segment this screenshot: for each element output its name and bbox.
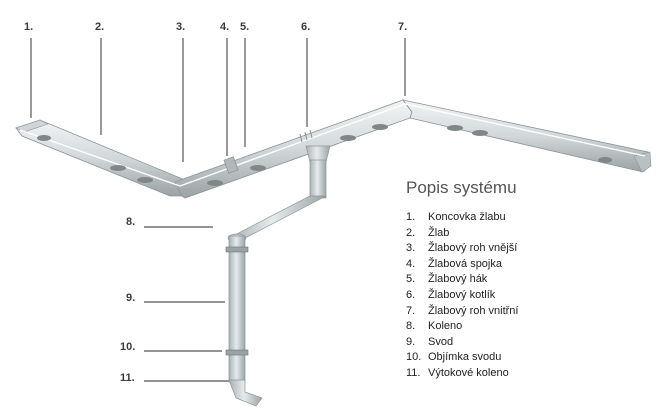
gutter-joint bbox=[223, 156, 239, 174]
legend-item-number: 5. bbox=[406, 273, 416, 286]
legend-item-number: 6. bbox=[406, 288, 416, 301]
leader-lines bbox=[30, 38, 406, 382]
legend-item-number: 8. bbox=[406, 320, 416, 333]
callout-8: 8. bbox=[126, 216, 136, 228]
callout-9: 9. bbox=[126, 292, 136, 304]
legend-item-label: Svod bbox=[428, 335, 454, 348]
gutter-run bbox=[15, 99, 652, 199]
legend-item-number: 11. bbox=[406, 366, 421, 379]
legend-item: 4. Žlabová spojka bbox=[406, 257, 656, 273]
legend-item: 11. Výtokové koleno bbox=[406, 366, 656, 382]
pipe-outlet-shoe bbox=[228, 379, 263, 407]
callout-3: 3. bbox=[176, 21, 186, 33]
legend-item: 8. Koleno bbox=[406, 319, 656, 335]
system-legend: Popis systému 1. Koncovka žlabu 2. Žlab 3. Žl… bbox=[406, 178, 656, 382]
legend-item-number: 2. bbox=[406, 226, 416, 239]
callout-4: 4. bbox=[220, 21, 230, 33]
legend-item-label: Žlabová spojka bbox=[428, 257, 502, 270]
legend-item-label: Výtokové koleno bbox=[428, 366, 509, 379]
legend-item-label: Žlab bbox=[428, 226, 450, 239]
callout-2: 2. bbox=[95, 21, 105, 33]
legend-item-number: 1. bbox=[406, 211, 416, 223]
legend-item-number: 7. bbox=[406, 304, 416, 317]
legend-item: 10. Objímka svodu bbox=[406, 350, 656, 366]
callout-1: 1. bbox=[24, 21, 34, 33]
legend-item-label: Žlabový hák bbox=[428, 273, 488, 286]
legend-item: 7. Žlabový roh vnitřní bbox=[406, 304, 656, 320]
pipe-elbow bbox=[228, 195, 327, 239]
hook bbox=[37, 135, 51, 141]
legend-item: 9. Svod bbox=[406, 335, 656, 351]
hook bbox=[137, 177, 153, 183]
hook bbox=[340, 135, 356, 141]
legend-item-number: 4. bbox=[406, 257, 416, 270]
callout-11: 11. bbox=[120, 372, 135, 384]
legend-item: 2. Žlab bbox=[406, 226, 656, 242]
legend-item: 6. Žlabový kotlík bbox=[406, 288, 656, 304]
pipe-clamp bbox=[225, 349, 249, 356]
hook bbox=[472, 130, 488, 136]
hook bbox=[372, 124, 388, 130]
callout-5: 5. bbox=[240, 21, 250, 33]
legend-item-label: Žlabový kotlík bbox=[428, 288, 496, 301]
legend-item-number: 3. bbox=[406, 242, 416, 255]
callout-7: 7. bbox=[398, 21, 408, 33]
legend-item-label: Žlabový roh vnitřní bbox=[428, 304, 519, 317]
legend-item-label: Žlabový roh vnější bbox=[428, 242, 518, 255]
legend-title: Popis systému bbox=[406, 178, 517, 197]
gutter-hooks bbox=[37, 124, 612, 186]
hook bbox=[207, 180, 223, 186]
hook bbox=[250, 165, 266, 171]
hook bbox=[110, 165, 126, 171]
legend-item-label: Koleno bbox=[428, 320, 463, 333]
gutter-end-cap-right bbox=[633, 151, 652, 173]
legend-item-label: Objímka svodu bbox=[428, 351, 502, 364]
legend-item-number: 10. bbox=[406, 351, 422, 364]
pipe-clamp bbox=[225, 246, 249, 253]
hook bbox=[447, 125, 463, 131]
pipe-svod bbox=[228, 235, 246, 383]
legend-item-number: 9. bbox=[406, 335, 416, 348]
callout-10: 10. bbox=[120, 341, 136, 353]
legend-item: 5. Žlabový hák bbox=[406, 272, 656, 288]
legend-item: 1. Koncovka žlabu bbox=[406, 210, 656, 226]
legend-list: 1. Koncovka žlabu 2. Žlab 3. Žlabový roh vněj… bbox=[406, 210, 656, 382]
legend-item-label: Koncovka žlabu bbox=[428, 211, 506, 223]
legend-item: 3. Žlabový roh vnější bbox=[406, 241, 656, 257]
callout-6: 6. bbox=[301, 21, 311, 33]
gutter-outlet-ribs bbox=[299, 129, 313, 143]
gutter-outlet bbox=[305, 145, 331, 163]
hook bbox=[598, 157, 612, 163]
downpipe bbox=[225, 145, 331, 407]
